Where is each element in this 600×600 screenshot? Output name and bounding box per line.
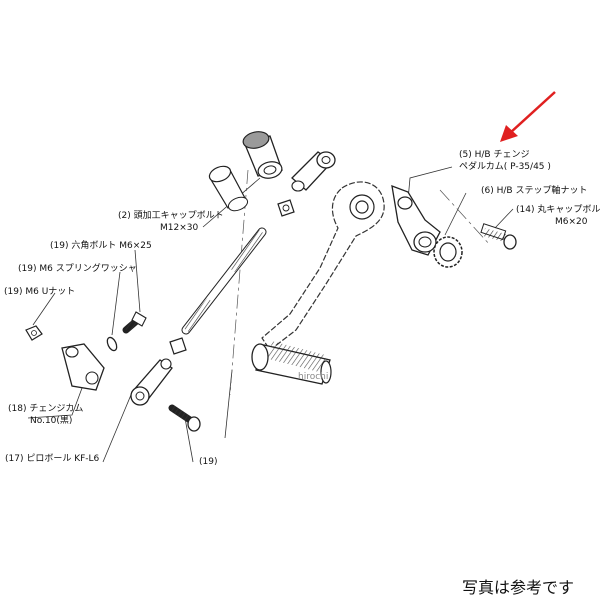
label-change-cam-line1: (18) チェンジカム	[8, 404, 84, 414]
red-arrow-icon	[500, 91, 556, 142]
pedal-rubber	[251, 341, 332, 385]
label-head-cap-bolt-line1: (2) 頭加工キャップボルト	[118, 211, 224, 221]
label-hex-bolt: (19) 六角ボルト M6×25	[50, 241, 152, 251]
shift-pedal-arm	[261, 181, 385, 351]
label-pillow-ball: (17) ピロボール KF-L6	[5, 454, 100, 464]
label-step-shaft-nut: (6) H/B ステップ軸ナット	[481, 186, 588, 196]
leader-lines	[27, 166, 514, 463]
small-nut	[277, 199, 295, 217]
label-head-cap-bolt-line2: M12×30	[160, 223, 199, 233]
label-change-cam-line2: No.10(黒)	[30, 416, 73, 426]
button-cap-bolt	[480, 223, 517, 250]
bottom-bolt	[168, 404, 201, 432]
label-pedal-cam-line1: (5) H/B チェンジ	[459, 150, 530, 160]
bushing-part	[242, 131, 283, 179]
rod-end-top	[291, 151, 336, 192]
label-u-nut: (19) M6 Uナット	[4, 287, 76, 297]
label-bolt-ref: (19)	[199, 457, 218, 467]
label-pedal-cam-line2: ペダルカム( P-35/45 )	[459, 162, 551, 172]
spring-washer	[106, 336, 118, 352]
cap-bolt-m12	[208, 165, 249, 212]
threaded-rod	[181, 227, 267, 335]
label-cap-bolt-line1: (14) 丸キャップボルト	[516, 205, 600, 215]
reference-note: 写真は参考です	[462, 578, 575, 597]
hex-bolt-m6	[122, 311, 147, 334]
pedal-cam-part	[391, 184, 441, 256]
rod-hex-nut	[169, 337, 187, 355]
label-spring-washer: (19) M6 スプリングワッシャ	[18, 264, 137, 274]
step-shaft-nut	[433, 236, 463, 268]
axis-lines	[229, 169, 491, 396]
watermark-text: hirochi	[298, 372, 329, 382]
change-cam-part	[61, 343, 105, 391]
u-nut	[25, 325, 43, 341]
label-cap-bolt-line2: M6×20	[555, 217, 588, 227]
pillow-ball-rod-end	[130, 358, 173, 406]
